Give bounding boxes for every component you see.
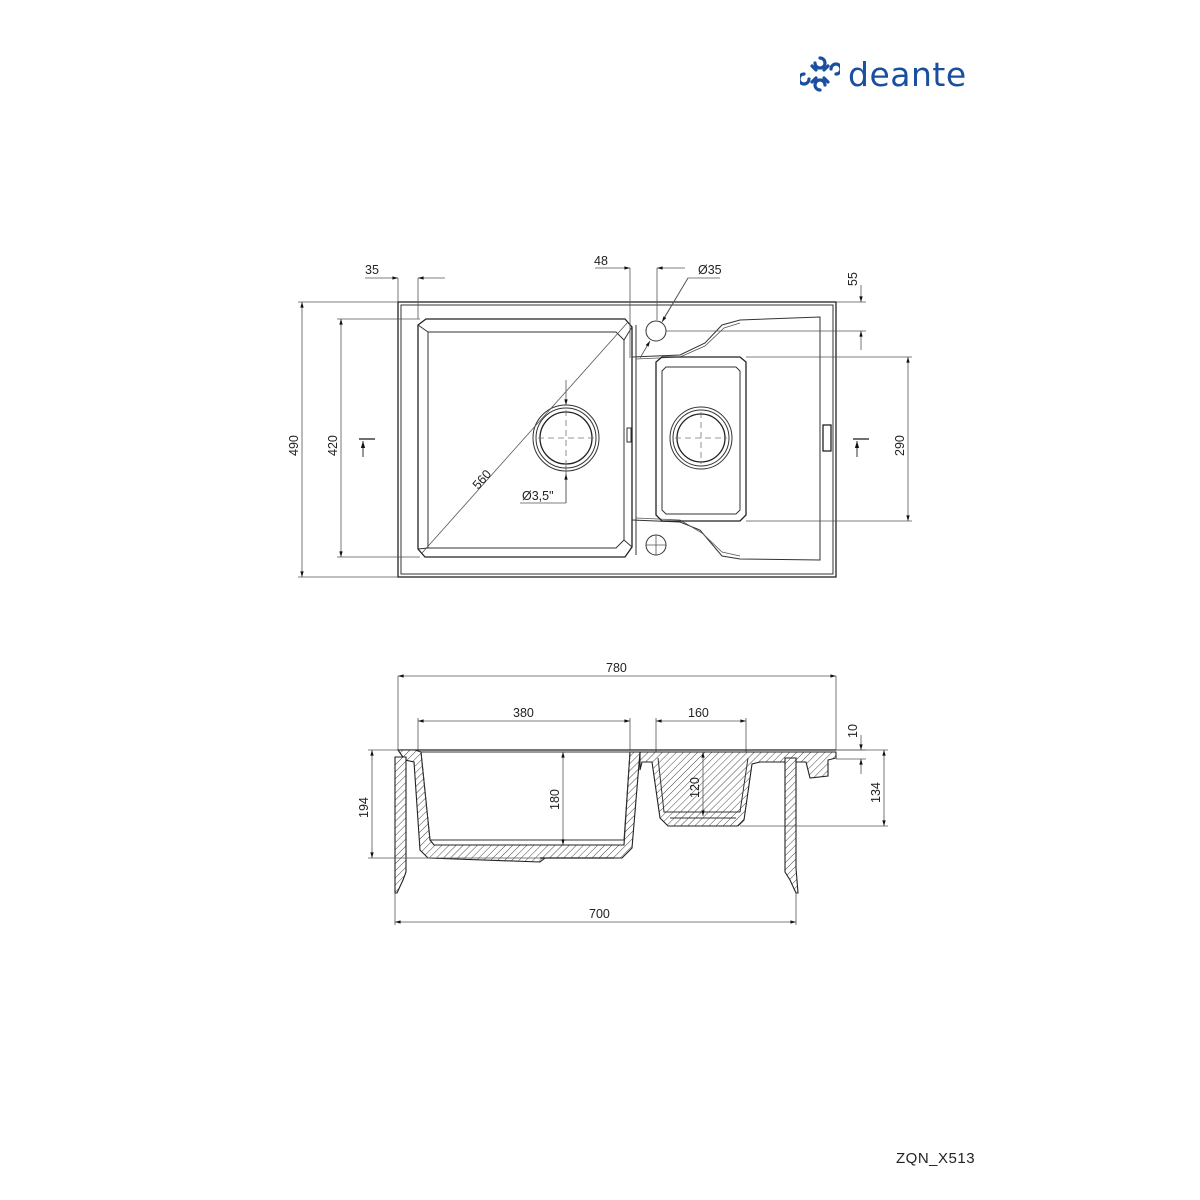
- dim-main-bowl-diagonal: 560: [470, 467, 494, 492]
- dim-rim-thickness: 10: [846, 724, 860, 738]
- dim-main-bowl-depth: 420: [326, 435, 340, 456]
- sink-outline: [397, 301, 837, 578]
- brand-name: deante: [848, 54, 967, 94]
- dim-tap-hole-diameter: Ø35: [698, 263, 722, 277]
- brand-logo: deante: [800, 52, 967, 96]
- section-marker-right: [853, 438, 869, 457]
- dim-overall-depth: 490: [287, 435, 301, 456]
- dim-drain-diameter: Ø3,5": [522, 489, 554, 503]
- dim-tap-hole-offset: 48: [594, 254, 608, 268]
- dim-overall-width: 780: [606, 661, 627, 675]
- dim-rim-offset: 35: [365, 263, 379, 277]
- deante-logo-icon: [800, 56, 840, 92]
- dim-small-section-height: 134: [869, 782, 883, 803]
- sink-cross-section: [394, 749, 837, 894]
- dim-tap-hole-from-edge: 55: [846, 272, 860, 286]
- dim-small-bowl-depth: 290: [893, 435, 907, 456]
- small-drain: [669, 406, 733, 470]
- dim-cabinet-width: 700: [589, 907, 610, 921]
- product-code: ZQN_X513: [896, 1150, 976, 1167]
- dim-overall-height: 194: [357, 797, 371, 818]
- dim-small-bowl-height: 120: [688, 777, 702, 798]
- small-bowl: [655, 356, 747, 522]
- section-marker-left: [359, 438, 375, 457]
- top-view: 35 48 Ø35 55 490 420: [287, 254, 912, 578]
- tap-hole: [645, 320, 667, 342]
- side-view: 780 380 160: [357, 661, 888, 925]
- dim-main-bowl-width: 380: [513, 706, 534, 720]
- dim-main-bowl-height: 180: [548, 789, 562, 810]
- main-bowl: [417, 318, 637, 558]
- dim-small-bowl-width: 160: [688, 706, 709, 720]
